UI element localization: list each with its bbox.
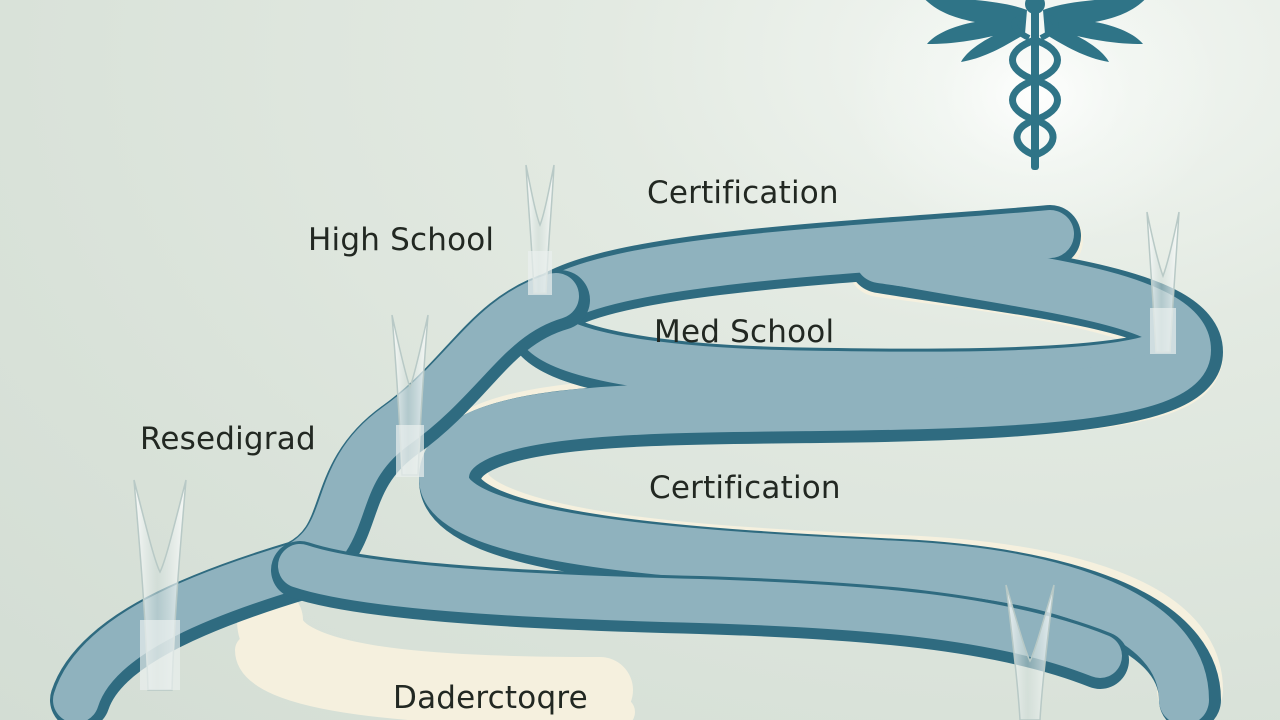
glass-milestone-post-icon bbox=[1005, 584, 1055, 720]
winding-road bbox=[50, 205, 1223, 720]
label-certification-top: Certification bbox=[647, 175, 839, 211]
label-certification-mid: Certification bbox=[649, 470, 841, 506]
glass-milestone-post-icon bbox=[391, 314, 429, 477]
caduceus-icon bbox=[925, 0, 1145, 170]
glass-milestone-post-icon bbox=[1146, 211, 1180, 354]
label-med-school: Med School bbox=[654, 314, 834, 350]
label-high-school: High School bbox=[308, 222, 494, 258]
label-bottom: Daderctoqre bbox=[393, 680, 588, 716]
glass-milestone-post-icon bbox=[133, 479, 187, 691]
label-residency: Resedigrad bbox=[140, 421, 316, 457]
milestone-posts bbox=[133, 164, 1180, 720]
glass-milestone-post-icon bbox=[525, 164, 555, 295]
